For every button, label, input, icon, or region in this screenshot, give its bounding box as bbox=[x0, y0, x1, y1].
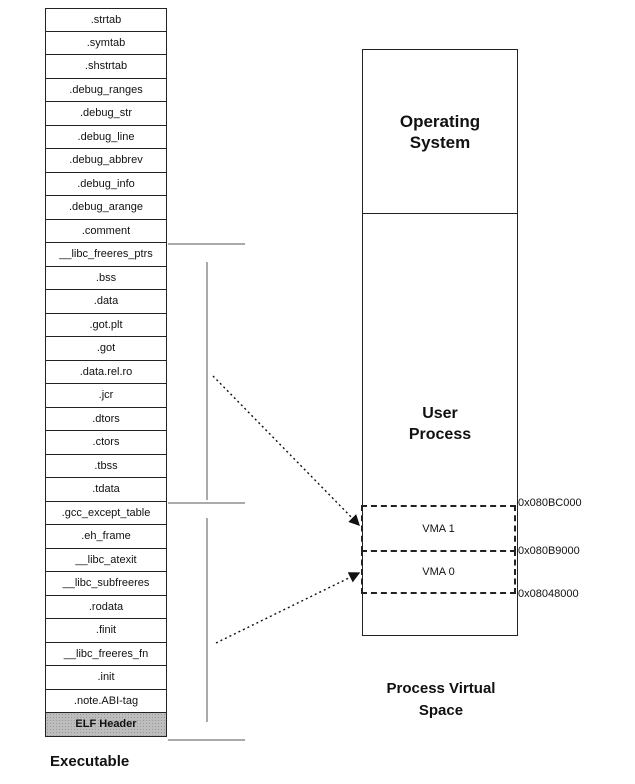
section-cell: .debug_abbrev bbox=[45, 149, 167, 173]
section-cell: .strtab bbox=[45, 8, 167, 32]
user-label-line1: User bbox=[422, 405, 458, 422]
section-cell: .comment bbox=[45, 219, 167, 243]
section-cell: .shstrtab bbox=[45, 55, 167, 79]
section-cell: .tbss bbox=[45, 454, 167, 478]
section-cell: __libc_subfreeres bbox=[45, 572, 167, 596]
address-middle: 0x080B9000 bbox=[518, 545, 580, 557]
executable-caption: Executable bbox=[50, 753, 130, 770]
section-cell: .dtors bbox=[45, 407, 167, 431]
process-virtual-space-caption: Process Virtual Space bbox=[356, 678, 526, 722]
os-label-line1: Operating bbox=[399, 111, 481, 131]
section-cell: .note.ABI-tag bbox=[45, 689, 167, 713]
pvs-caption-line1: Process Virtual bbox=[386, 680, 496, 697]
user-process-label: User Process bbox=[363, 403, 517, 445]
user-label-line2: Process bbox=[408, 426, 472, 443]
section-cell: .ctors bbox=[45, 431, 167, 455]
section-cell: .debug_arange bbox=[45, 196, 167, 220]
section-cell: .bss bbox=[45, 266, 167, 290]
section-cell: .jcr bbox=[45, 384, 167, 408]
section-cell: .debug_line bbox=[45, 125, 167, 149]
section-cell: .init bbox=[45, 666, 167, 690]
vma-0-box: VMA 0 bbox=[361, 550, 516, 594]
section-cell: .debug_ranges bbox=[45, 78, 167, 102]
section-cell: .symtab bbox=[45, 31, 167, 55]
section-cell: .got.plt bbox=[45, 313, 167, 337]
section-cell: .gcc_except_table bbox=[45, 501, 167, 525]
process-virtual-space: Operating System User Process bbox=[362, 49, 518, 636]
mapping-arrow-vma0 bbox=[215, 572, 361, 644]
section-cell: .got bbox=[45, 337, 167, 361]
section-cell: .debug_info bbox=[45, 172, 167, 196]
section-cell: __libc_freeres_fn bbox=[45, 642, 167, 666]
section-cell: .data.rel.ro bbox=[45, 360, 167, 384]
section-cell: .rodata bbox=[45, 595, 167, 619]
section-cell: ELF Header bbox=[45, 713, 167, 737]
vma-0-label: VMA 0 bbox=[422, 566, 455, 578]
address-top: 0x080BC000 bbox=[518, 497, 582, 509]
section-cell: .finit bbox=[45, 619, 167, 643]
address-bottom: 0x08048000 bbox=[518, 588, 579, 600]
operating-system-region: Operating System bbox=[363, 50, 517, 214]
section-cell: .data bbox=[45, 290, 167, 314]
section-cell: .tdata bbox=[45, 478, 167, 502]
pvs-caption-line2: Space bbox=[418, 702, 464, 719]
section-cell: .eh_frame bbox=[45, 525, 167, 549]
section-cell: __libc_atexit bbox=[45, 548, 167, 572]
executable-section-column: .strtab.symtab.shstrtab.debug_ranges.deb… bbox=[45, 8, 167, 737]
section-cell: __libc_freeres_ptrs bbox=[45, 243, 167, 267]
section-cell: .debug_str bbox=[45, 102, 167, 126]
os-label-line2: System bbox=[409, 132, 471, 152]
vma-1-label: VMA 1 bbox=[422, 522, 455, 535]
